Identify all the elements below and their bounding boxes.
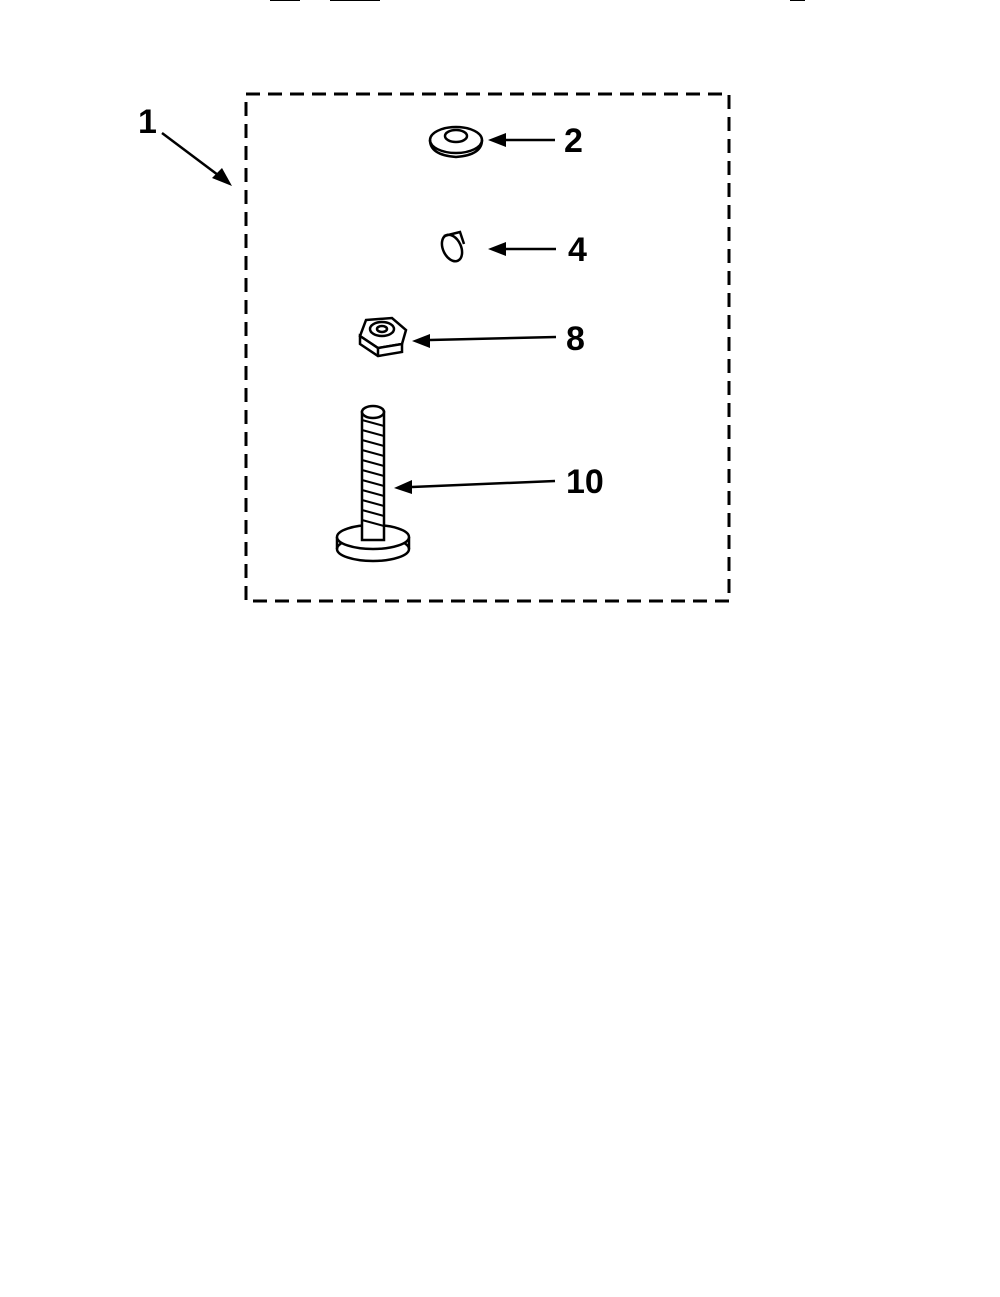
kit-boundary [244, 92, 731, 603]
screw-leader-arrow [394, 479, 556, 494]
washer-icon [428, 125, 484, 159]
kit-leader-arrow [161, 132, 232, 186]
callout-washer: 2 [564, 122, 583, 160]
callout-screw: 10 [566, 463, 604, 501]
screw-icon [335, 404, 411, 563]
callout-clip: 4 [568, 231, 587, 269]
hex-nut-icon [358, 316, 408, 358]
clip-icon [440, 230, 466, 263]
clip-leader-arrow [488, 242, 556, 256]
washer-leader-arrow [488, 133, 555, 147]
nut-leader-arrow [412, 334, 557, 348]
callout-nut: 8 [566, 320, 585, 358]
callout-kit: 1 [138, 103, 157, 141]
